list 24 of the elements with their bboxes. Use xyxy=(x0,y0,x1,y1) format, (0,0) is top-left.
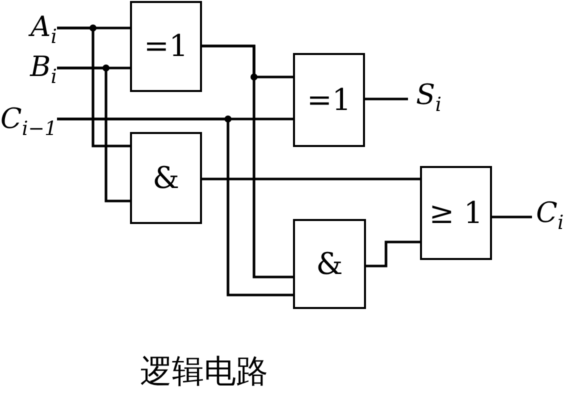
or-gate xyxy=(420,166,492,260)
wire xyxy=(365,98,408,100)
wire xyxy=(57,118,293,296)
input-label: A$_{i}$ xyxy=(0,12,57,46)
wire xyxy=(57,26,130,148)
input-label: B$_{i}$ xyxy=(0,52,57,86)
wire xyxy=(202,178,420,180)
xor-gate xyxy=(130,1,202,92)
input-label: C$_{i−1}$ xyxy=(0,104,57,138)
gate-symbol: =1 xyxy=(306,82,352,118)
wire xyxy=(202,44,293,278)
output-label: S$_{i}$ xyxy=(416,80,456,116)
gate-symbol: & xyxy=(316,246,343,282)
output-label: C$_{i}$ xyxy=(536,198,576,234)
wire xyxy=(492,216,532,218)
wire xyxy=(57,66,130,202)
gate-symbol: =1 xyxy=(144,29,188,64)
and-gate xyxy=(130,132,202,224)
xor-gate xyxy=(293,53,365,147)
gate-symbol: & xyxy=(152,160,180,196)
and-gate xyxy=(293,219,366,309)
gate-symbol: ≥ 1 xyxy=(429,196,483,230)
caption: 逻辑电路 xyxy=(140,352,268,390)
wire xyxy=(366,240,420,268)
